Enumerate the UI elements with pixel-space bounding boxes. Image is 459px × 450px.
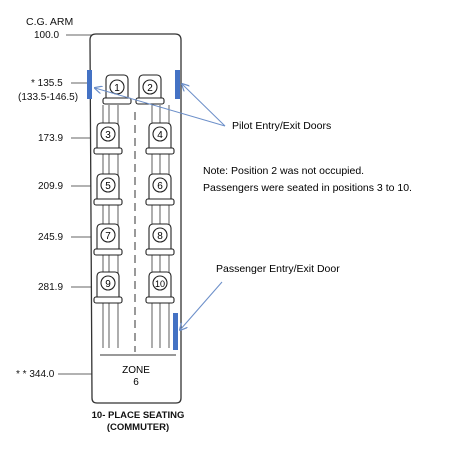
caption-line-1: 10- PLACE SEATING [91, 410, 185, 421]
zone-number: 6 [133, 377, 139, 388]
cg-arm-datum: 100.0 [34, 30, 60, 41]
note-line-1: Note: Position 2 was not occupied. [203, 165, 365, 177]
seat-number-4: 4 [157, 130, 163, 141]
cg-arm-row-3: 209.9 [38, 181, 64, 192]
cg-arm-row-1-range: (133.5-146.5) [18, 92, 79, 103]
seat-10 [145, 271, 175, 304]
seat-4 [145, 122, 175, 155]
passenger-door [173, 313, 178, 350]
pilot-doors-callout: Pilot Entry/Exit Doors [232, 120, 332, 132]
cg-arm-row-5: 281.9 [38, 282, 64, 293]
seat-numbers: 1 2 3 4 5 6 7 8 9 10 [105, 83, 165, 290]
door-markers [87, 70, 180, 350]
cg-arm-row-4: 245.9 [38, 232, 64, 243]
cg-arm-row-6: * * 344.0 [16, 369, 55, 380]
seat-number-3: 3 [105, 130, 111, 141]
note-line-2: Passengers were seated in positions 3 to… [203, 182, 412, 194]
zone-label: ZONE [122, 365, 150, 376]
seat-2 [135, 74, 165, 105]
caption: 10- PLACE SEATING (COMMUTER) [78, 410, 198, 434]
seat-number-1: 1 [114, 83, 120, 94]
seat-5 [93, 173, 123, 206]
seat-number-2: 2 [147, 83, 153, 94]
caption-line-2: (COMMUTER) [106, 422, 170, 433]
pilot-door-left [87, 70, 92, 99]
cg-arm-title: C.G. ARM [26, 16, 74, 28]
cg-arm-row-2: 173.9 [38, 133, 64, 144]
passenger-door-callout: Passenger Entry/Exit Door [216, 263, 340, 275]
seat-8 [145, 223, 175, 256]
cg-arm-row-1: * 135.5 [31, 78, 63, 89]
seat-3 [93, 122, 123, 155]
seat-number-5: 5 [105, 181, 111, 192]
seat-number-7: 7 [105, 231, 111, 242]
seat-9 [93, 271, 123, 304]
arm-leader-lines [58, 34, 95, 375]
pilot-door-right [175, 70, 180, 99]
callout-arrows [95, 84, 226, 330]
seat-number-10: 10 [155, 279, 165, 289]
seat-number-8: 8 [157, 231, 163, 242]
seat-number-6: 6 [157, 181, 163, 192]
seat-number-9: 9 [105, 279, 111, 290]
seat-6 [145, 173, 175, 206]
seat-7 [93, 223, 123, 256]
seat-group [93, 74, 175, 304]
